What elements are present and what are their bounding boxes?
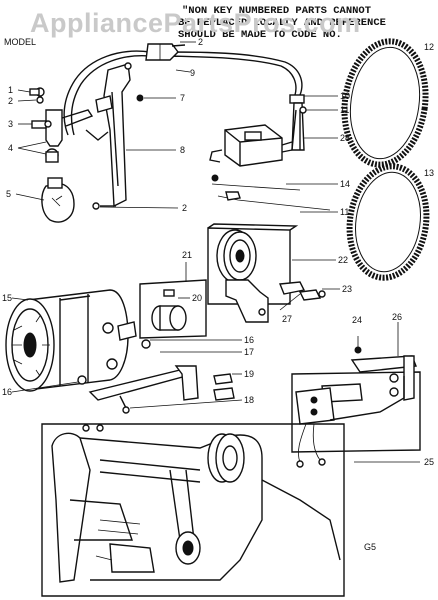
callout-8: 8: [180, 145, 185, 155]
callout-22: 22: [338, 255, 348, 265]
capacitor-box: [209, 124, 331, 211]
callout-11-upper: 11: [340, 105, 349, 115]
light-bracket: [85, 62, 144, 210]
terminal-block: [289, 94, 307, 151]
callout-2-left: 2: [8, 96, 13, 106]
callout-17: 17: [244, 347, 254, 357]
motor-pulley-unit: [207, 223, 326, 323]
callout-16-left: 16: [2, 387, 12, 397]
callout-19: 19: [244, 369, 254, 379]
callout-3: 3: [8, 119, 13, 129]
page-code: G5: [364, 542, 376, 552]
callout-5: 5: [6, 189, 11, 199]
callout-9: 9: [190, 68, 195, 78]
callout-20: 20: [192, 293, 202, 303]
callout-28: 28: [340, 133, 350, 143]
callout-25: 25: [424, 457, 434, 467]
callout-12: 12: [424, 42, 434, 52]
light-socket-assembly: [29, 87, 94, 223]
motor: [5, 289, 137, 392]
sewing-machine-head: [41, 423, 345, 597]
callout-21: 21: [182, 250, 192, 260]
callout-14: 14: [340, 179, 350, 189]
callout-24: 24: [352, 315, 362, 325]
callout-16-right: 16: [244, 335, 254, 345]
callout-10: 10: [340, 91, 350, 101]
notice-line-1: "NON KEY NUMBERED PARTS CANNOT: [182, 5, 371, 17]
notice-line-2: BE REPLACED LOCALLY AND REFERENCE: [178, 17, 386, 29]
belt-upper: [341, 38, 429, 168]
callout-2-bottom: 2: [182, 203, 187, 213]
callout-26: 26: [392, 312, 402, 322]
leader-lines: [11, 41, 420, 463]
callout-13: 13: [424, 168, 434, 178]
watermark: AppliancePartsPros.com: [30, 8, 361, 38]
callout-18: 18: [244, 395, 254, 405]
wire-harness: [63, 43, 303, 136]
motor-bracket: [77, 339, 235, 414]
lamp-bracket-assembly: [291, 336, 421, 468]
callout-4: 4: [8, 143, 13, 153]
callout-2-top: 2: [198, 37, 203, 47]
model-label: MODEL: [4, 37, 36, 47]
belt-lower: [346, 163, 430, 281]
callout-1: 1: [8, 85, 13, 95]
callout-27: 27: [282, 314, 292, 324]
callout-23: 23: [342, 284, 352, 294]
notice-line-3: SHOULD BE MADE TO CODE NO.: [178, 29, 342, 41]
callout-7: 7: [180, 93, 185, 103]
motor-pulley: [139, 279, 207, 339]
callout-15: 15: [2, 293, 12, 303]
callout-11-lower: 11: [340, 207, 349, 217]
callout-numbers: 1 2 3 4 5 2 9 7 8 2 10 11 28 14 11 12 13…: [2, 37, 434, 552]
